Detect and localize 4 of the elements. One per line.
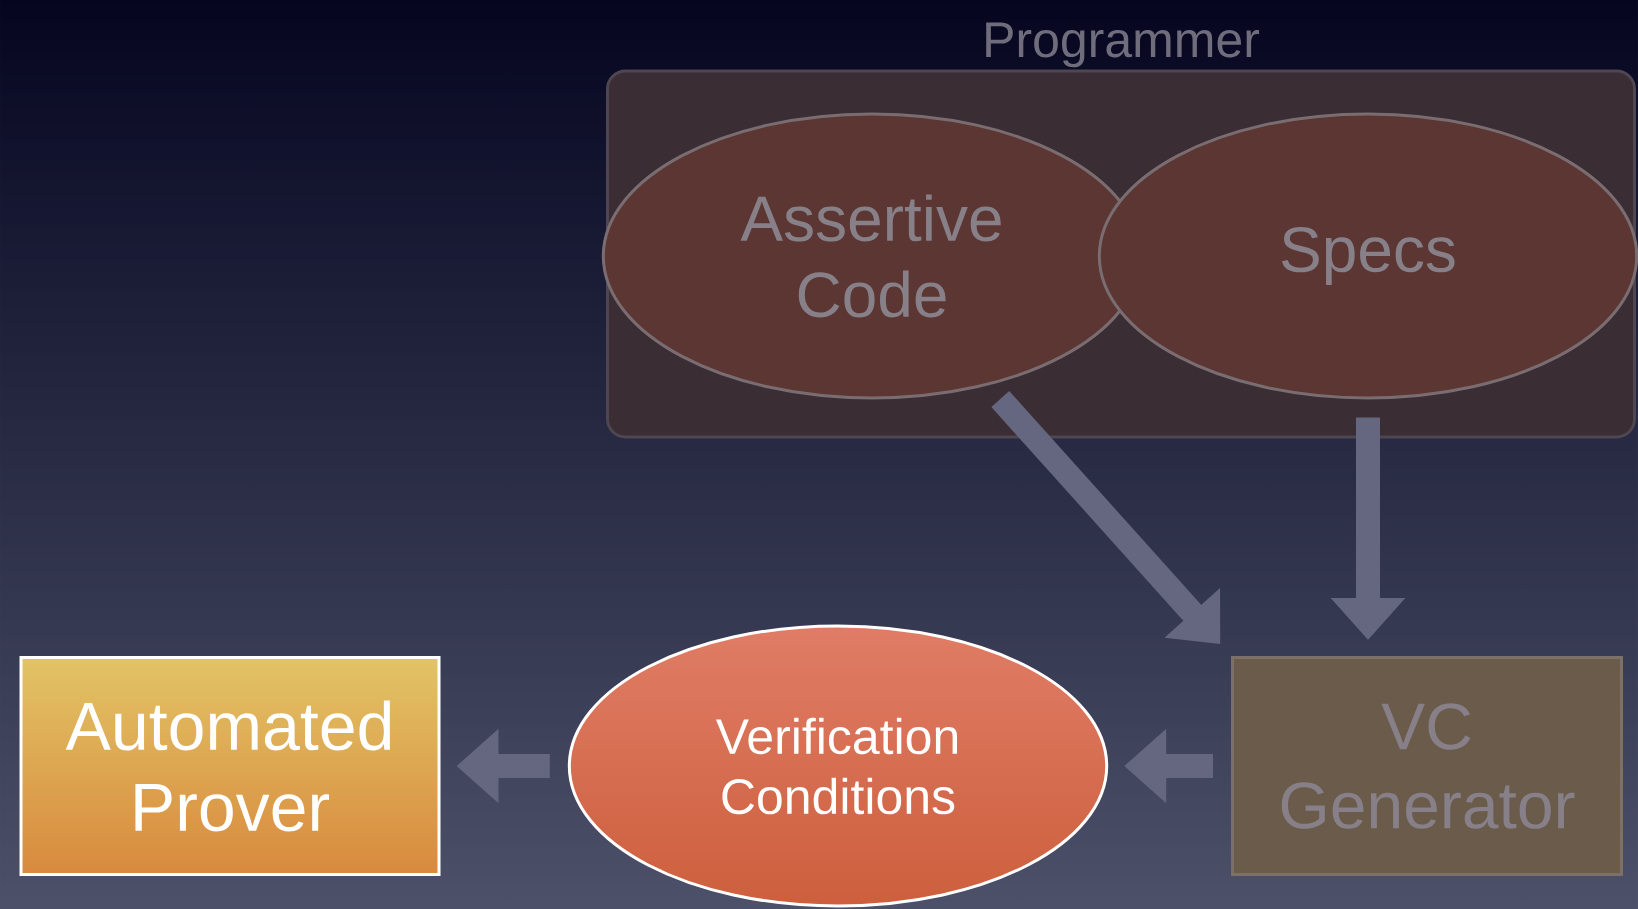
- process-box: VC Generator: [1231, 656, 1623, 876]
- node-label: Programmer: [986, 22, 1260, 68]
- block-arrow: [991, 390, 1221, 644]
- process-box: Automated Prover: [19, 656, 441, 876]
